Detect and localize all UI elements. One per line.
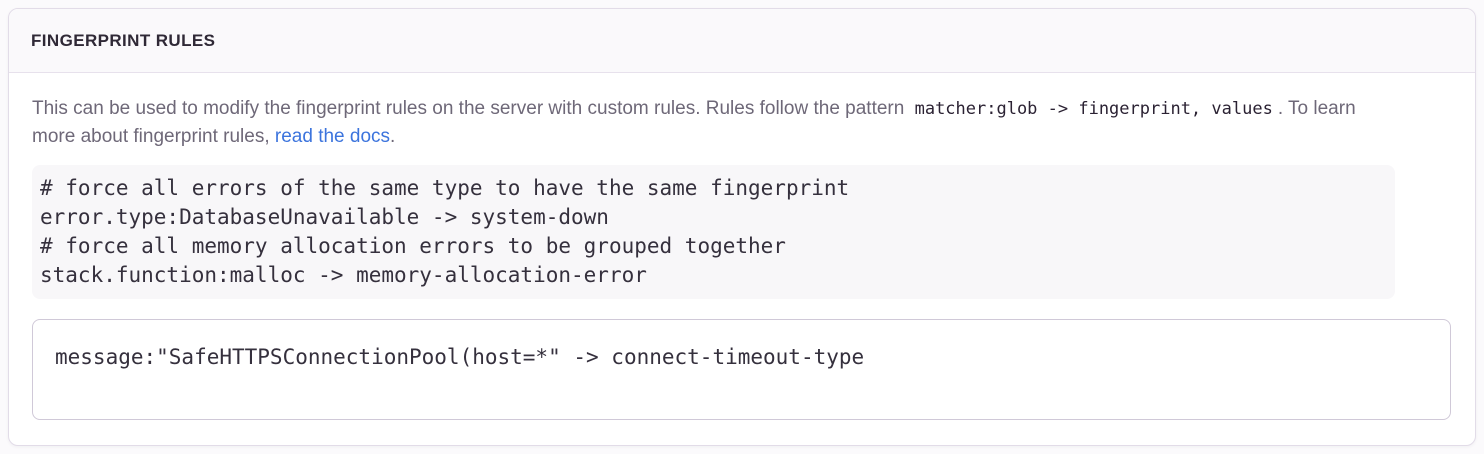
description-text-after-code: . To learn more about fingerprint rules,	[32, 98, 1356, 147]
pattern-inline-code: matcher:glob -> fingerprint, values	[914, 99, 1273, 119]
read-the-docs-link[interactable]: read the docs	[274, 126, 391, 147]
field-description: This can be used to modify the fingerpri…	[32, 95, 1404, 151]
panel-title: FINGERPRINT RULES	[31, 31, 216, 50]
panel-header: FINGERPRINT RULES	[9, 9, 1475, 73]
fingerprint-rules-input[interactable]: message:"SafeHTTPSConnectionPool(host=*"…	[32, 319, 1451, 420]
fingerprint-rules-panel: FINGERPRINT RULES This can be used to mo…	[8, 8, 1476, 446]
example-rules-code-block: # force all errors of the same type to h…	[32, 165, 1395, 299]
description-text-before-code: This can be used to modify the fingerpri…	[32, 98, 910, 119]
description-period: .	[390, 126, 396, 147]
panel-body: This can be used to modify the fingerpri…	[9, 73, 1475, 445]
